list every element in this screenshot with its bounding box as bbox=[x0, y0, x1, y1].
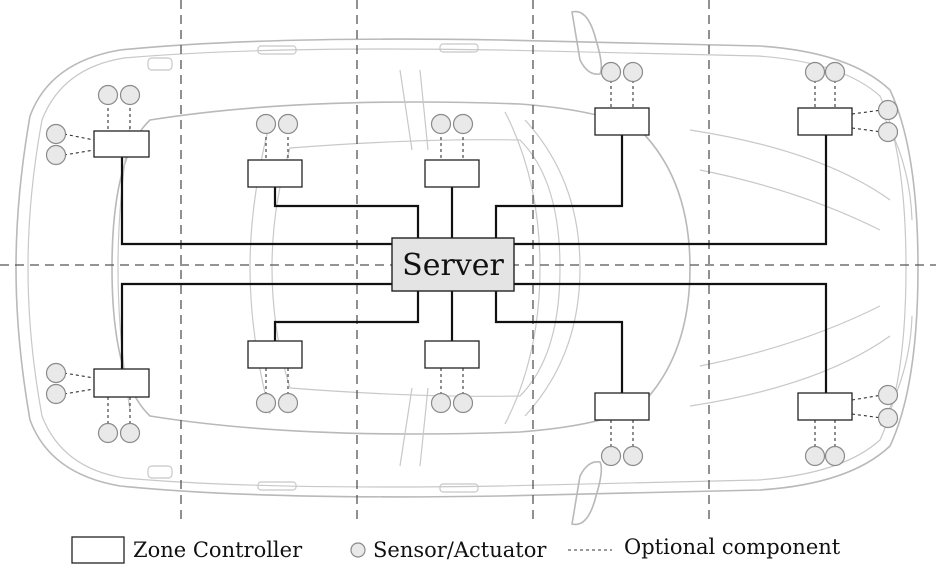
server-node: Server bbox=[391, 237, 515, 292]
zone-controller bbox=[247, 340, 303, 369]
sensor-actuator bbox=[877, 384, 899, 406]
sensor-actuator bbox=[277, 392, 299, 414]
sensor-actuator bbox=[45, 362, 67, 384]
legend-zone-controller-swatch bbox=[71, 536, 125, 564]
sensor-actuator bbox=[877, 99, 899, 121]
zone-controller bbox=[594, 107, 650, 136]
zone-controllers bbox=[93, 107, 853, 421]
sensor-actuator bbox=[824, 61, 846, 83]
sensor-actuator bbox=[45, 123, 67, 145]
sensor-actuator bbox=[119, 422, 141, 444]
zone-controller bbox=[93, 368, 150, 398]
sensor-actuator bbox=[622, 445, 644, 467]
zone-controller bbox=[424, 159, 480, 188]
legend: Zone Controller Sensor/Actuator Optional… bbox=[71, 535, 841, 564]
server-box bbox=[391, 237, 515, 292]
sensor-actuator bbox=[877, 121, 899, 143]
zone-controller bbox=[424, 340, 480, 369]
sensor-actuator bbox=[277, 113, 299, 135]
zone-controller bbox=[93, 130, 150, 158]
sensor-actuator bbox=[255, 113, 277, 135]
legend-zone-controller-label: Zone Controller bbox=[133, 538, 303, 562]
car-outline bbox=[15, 10, 919, 526]
server-label: Server bbox=[402, 248, 504, 283]
sensor-actuator bbox=[452, 392, 474, 414]
sensor-actuator bbox=[452, 113, 474, 135]
sensor-actuator bbox=[600, 445, 622, 467]
legend-sensor-actuator-label: Sensor/Actuator bbox=[373, 538, 547, 562]
zone-controller bbox=[594, 392, 650, 421]
zone-controller bbox=[797, 107, 853, 136]
sensor-actuator bbox=[804, 445, 826, 467]
sensors-actuators bbox=[45, 61, 899, 467]
sensor-actuator bbox=[45, 383, 67, 405]
sensor-actuator bbox=[255, 392, 277, 414]
zone-controller bbox=[797, 392, 853, 421]
sensor-actuator bbox=[600, 61, 622, 83]
sensor-actuator bbox=[430, 113, 452, 135]
sensor-actuator bbox=[804, 61, 826, 83]
sensor-actuator bbox=[119, 84, 141, 106]
sensor-actuator bbox=[430, 392, 452, 414]
optional-connections bbox=[63, 80, 883, 448]
sensor-actuator bbox=[824, 445, 846, 467]
sensor-actuator bbox=[97, 422, 119, 444]
legend-optional-component-label: Optional component bbox=[624, 535, 841, 559]
sensor-actuator bbox=[877, 407, 899, 429]
network-wires bbox=[120, 135, 828, 393]
legend-sensor-swatch bbox=[350, 542, 366, 558]
zone-controller bbox=[247, 159, 303, 188]
sensor-actuator bbox=[97, 84, 119, 106]
sensor-actuator bbox=[45, 144, 67, 166]
sensor-actuator bbox=[622, 61, 644, 83]
